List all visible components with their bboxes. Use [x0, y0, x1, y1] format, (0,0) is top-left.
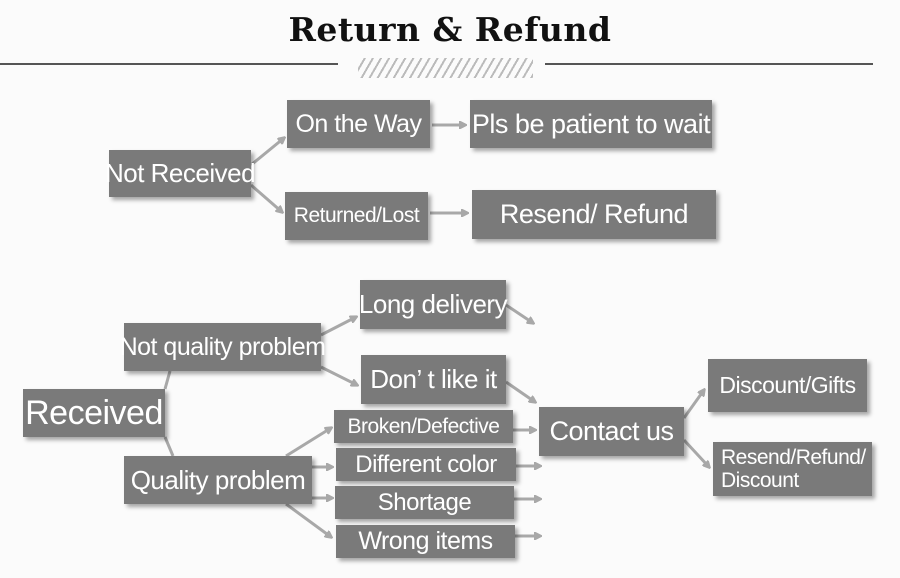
arrow: [250, 138, 284, 167]
arrow: [250, 183, 282, 212]
node-pls-be-patient: Pls be patient to wait: [470, 100, 712, 148]
node-received: Received: [23, 389, 165, 437]
node-not-quality-problem: Not quality problem: [120, 323, 326, 371]
node-not-received: Not Received: [105, 150, 256, 197]
node-resend-refund-discount: Resend/Refund/ Discount: [713, 442, 872, 496]
node-broken-defective: Broken/Defective: [334, 410, 513, 443]
node-returned-lost: Returned/Lost: [285, 192, 428, 240]
arrow: [505, 380, 535, 402]
node-contact-us: Contact us: [539, 407, 684, 456]
divider-right: [545, 63, 873, 65]
node-resend-refund: Resend/ Refund: [472, 190, 716, 239]
arrow: [285, 428, 331, 458]
page-title: Return & Refund: [288, 10, 612, 49]
node-discount-gifts: Discount/Gifts: [708, 359, 867, 412]
arrow: [320, 365, 357, 385]
node-dont-like-it: Don’ t like it: [361, 355, 506, 404]
node-quality-problem: Quality problem: [124, 456, 312, 504]
node-different-color: Different color: [336, 448, 516, 481]
node-shortage: Shortage: [335, 486, 514, 519]
connector: [163, 370, 172, 390]
node-label-line-1: Resend/Refund/: [721, 446, 866, 469]
node-label-line-2: Discount: [721, 469, 799, 492]
arrow: [682, 438, 709, 467]
arrow: [682, 390, 704, 419]
connector: [163, 436, 175, 457]
node-wrong-items: Wrong items: [336, 525, 515, 558]
divider-hatch: [358, 58, 533, 78]
node-long-delivery: Long delivery: [359, 280, 508, 329]
node-on-the-way: On the Way: [287, 100, 430, 148]
arrow: [320, 317, 356, 337]
arrow: [505, 303, 533, 323]
arrow: [285, 502, 331, 537]
divider-left: [0, 63, 338, 65]
